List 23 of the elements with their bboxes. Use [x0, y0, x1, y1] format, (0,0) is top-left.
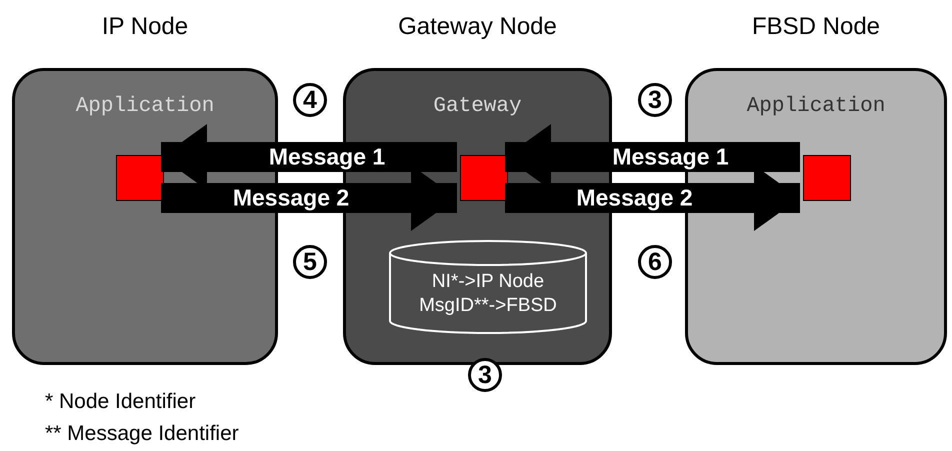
footnote: ** Message Identifier: [45, 422, 239, 446]
edge-label: Message 2: [576, 184, 693, 212]
callout-number: 4: [293, 83, 327, 117]
callout-number: 3: [468, 358, 502, 392]
node-heading: Gateway Node: [397, 13, 558, 41]
panel-title: Application: [74, 95, 216, 118]
panel-title: Gateway: [432, 95, 523, 118]
node-heading: IP Node: [100, 13, 190, 41]
footnote: * Node Identifier: [45, 390, 196, 414]
edge-label: Message 2: [232, 184, 350, 212]
mapping-text: NI*->IP Node: [432, 270, 544, 294]
callout-number: 5: [293, 245, 327, 279]
edge-label: Message 1: [268, 144, 386, 170]
node-heading: FBSD Node: [750, 13, 882, 41]
port-square: [116, 155, 164, 201]
panel-title: Application: [746, 95, 886, 118]
callout-number: 6: [638, 245, 672, 279]
mapping-text: MsgID**->FBSD: [419, 294, 557, 318]
port-square: [460, 155, 508, 201]
callout-number: 3: [638, 83, 672, 117]
edge-label: Message 1: [612, 144, 729, 170]
port-square: [803, 155, 851, 201]
database-cylinder: [388, 239, 588, 335]
